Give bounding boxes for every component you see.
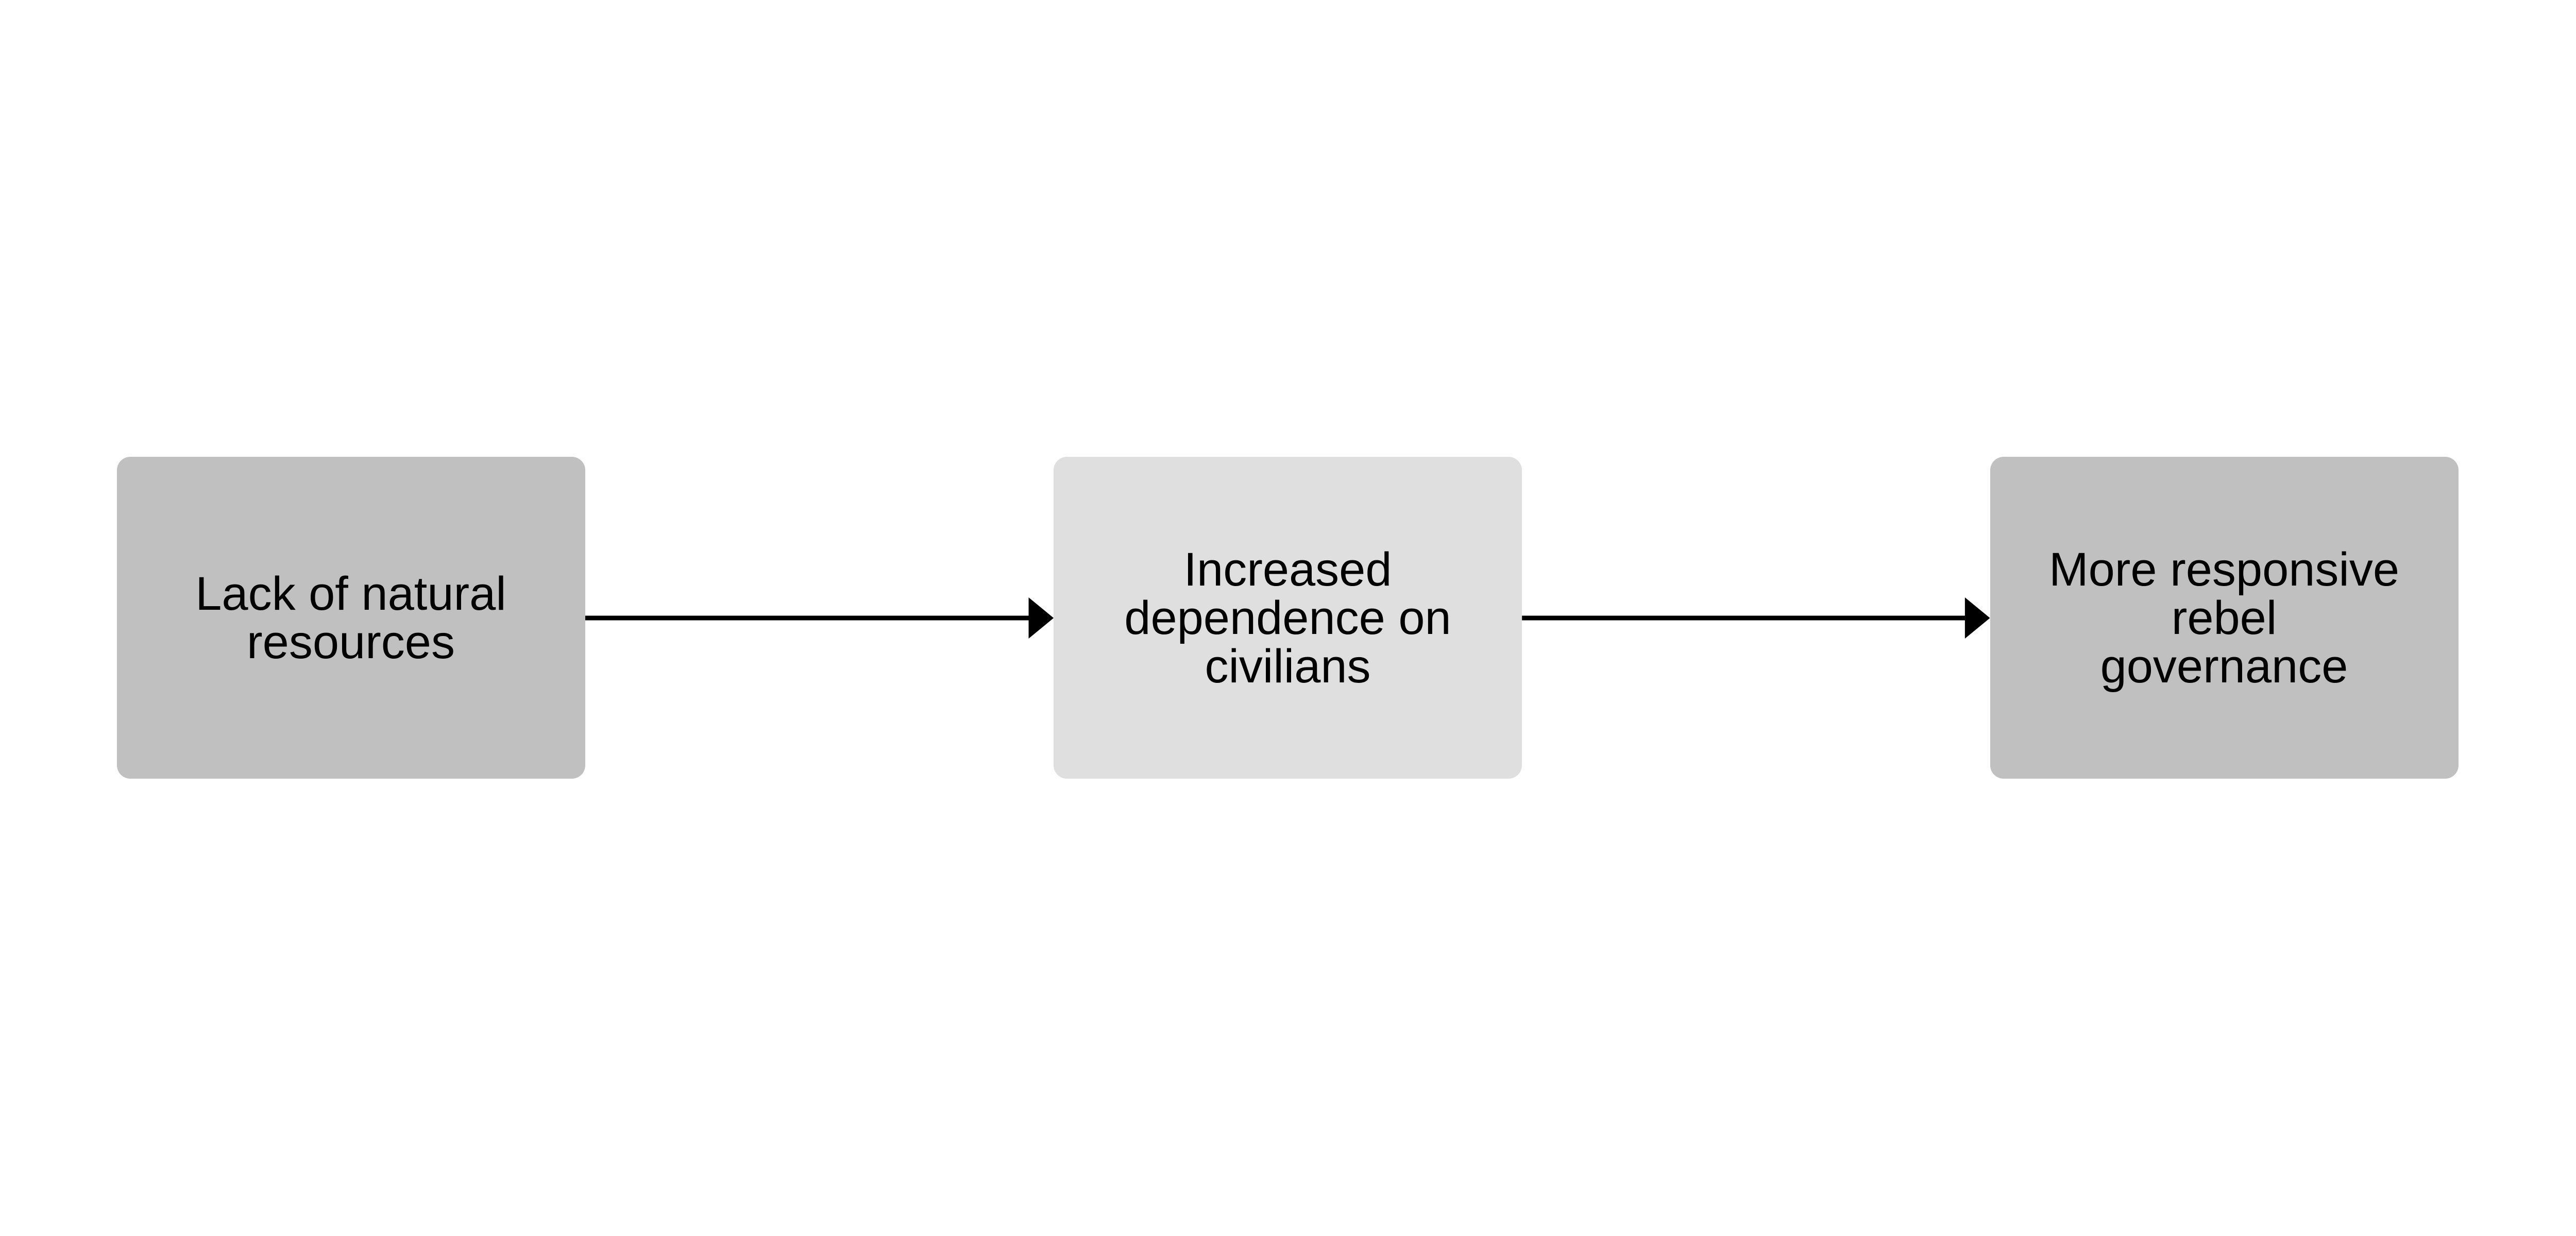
node-increased-dependence-on-civilians: Increased dependence on civilians — [1054, 457, 1522, 779]
node-more-responsive-rebel-governance: More responsive rebel governance — [1990, 457, 2459, 779]
arrowhead-icon — [1964, 597, 1990, 639]
node-lack-of-natural-resources: Lack of natural resources — [116, 457, 585, 779]
arrowhead-icon — [1028, 597, 1054, 639]
node-label: Increased dependence on civilians — [1124, 543, 1451, 693]
node-label: More responsive rebel governance — [2048, 543, 2400, 693]
node-label: Lack of natural resources — [195, 567, 506, 668]
edge-n2-n3 — [1522, 597, 1990, 639]
edge-n1-n2 — [585, 597, 1054, 639]
